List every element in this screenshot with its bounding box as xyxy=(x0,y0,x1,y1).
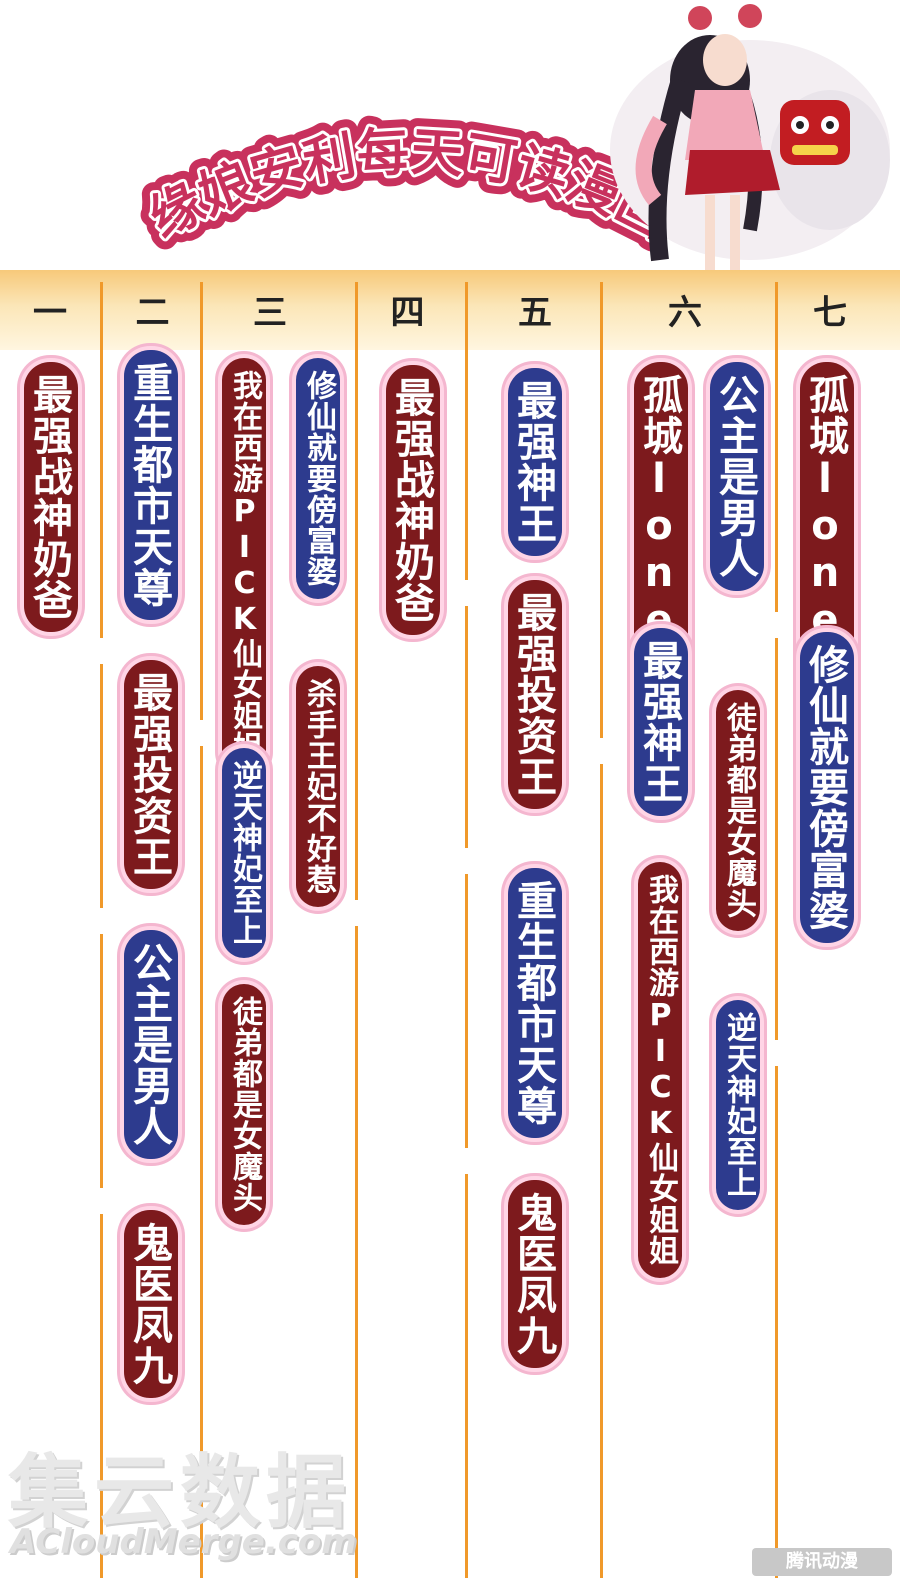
day-header-mon: 一 xyxy=(33,293,67,333)
day-header-thu: 四 xyxy=(390,293,425,333)
day-header-wed: 三 xyxy=(253,293,287,333)
comic-title-pill[interactable]: 我在西游PICK仙女姐姐 xyxy=(222,358,266,774)
comic-title: 最强神王 xyxy=(510,380,556,544)
comic-title-pill[interactable]: 鬼医凤九 xyxy=(508,1180,562,1368)
svg-text:缘娘安利每天可读漫画: 缘娘安利每天可读漫画 xyxy=(141,122,679,250)
comic-title-pill[interactable]: 修仙就要傍富婆 xyxy=(296,358,340,599)
comic-title-pill[interactable]: 重生都市天尊 xyxy=(124,350,178,620)
day-header-fri: 五 xyxy=(518,293,552,333)
comic-title-pill[interactable]: 逆天神妃至上 xyxy=(716,1000,760,1210)
comic-title-pill[interactable]: 最强投资王 xyxy=(124,660,178,889)
comic-title: 徒弟都是女魔头 xyxy=(227,996,262,1213)
comic-title: 最强战神奶爸 xyxy=(388,377,434,623)
watermark-en: ACloudMerge.com xyxy=(10,1522,357,1562)
comic-title: 重生都市天尊 xyxy=(126,362,172,608)
comic-title: 最强神王 xyxy=(636,640,682,804)
day-header-sun: 七 xyxy=(813,293,847,333)
column-divider xyxy=(200,282,203,1578)
day-header-sat: 六 xyxy=(668,293,702,333)
comic-title: 我在西游PICK仙女姐姐 xyxy=(643,874,678,1266)
comic-title: 徒弟都是女魔头 xyxy=(721,702,756,919)
comic-title-pill[interactable]: 我在西游PICK仙女姐姐 xyxy=(638,862,682,1278)
comic-title: 我在西游PICK仙女姐姐 xyxy=(227,370,262,762)
watermark-cn: 集云数据 xyxy=(8,1446,352,1539)
comic-title: 重生都市天尊 xyxy=(510,880,556,1126)
comic-title: 修仙就要傍富婆 xyxy=(802,644,848,931)
comic-title-pill[interactable]: 公主是男人 xyxy=(124,930,178,1159)
comic-title-pill[interactable]: 杀手王妃不好惹 xyxy=(296,666,340,907)
comic-title-pill[interactable]: 重生都市天尊 xyxy=(508,868,562,1138)
comic-title-pill[interactable]: 徒弟都是女魔头 xyxy=(222,984,266,1225)
comic-title-pill[interactable]: 徒弟都是女魔头 xyxy=(716,690,760,931)
comic-title-pill[interactable]: 最强战神奶爸 xyxy=(24,362,78,632)
column-divider xyxy=(775,282,778,1578)
day-header-tue: 二 xyxy=(135,293,170,333)
column-divider xyxy=(600,282,603,1578)
comic-title-pill[interactable]: 最强神王 xyxy=(634,628,688,816)
comic-title: 逆天神妃至上 xyxy=(721,1012,756,1198)
comic-title-pill[interactable]: 鬼医凤九 xyxy=(124,1210,178,1398)
comic-title: 修仙就要傍富婆 xyxy=(301,370,336,587)
comic-title-pill[interactable]: 修仙就要傍富婆 xyxy=(800,632,854,943)
comic-title: 最强投资王 xyxy=(126,672,172,877)
page-title: 缘娘安利每天可读漫画 xyxy=(140,119,680,253)
weekday-header xyxy=(0,270,900,350)
comic-title-pill[interactable]: 最强神王 xyxy=(508,368,562,556)
column-divider xyxy=(355,282,358,1578)
comic-title: 杀手王妃不好惹 xyxy=(301,678,336,895)
comic-title: 逆天神妃至上 xyxy=(227,760,262,946)
comic-title: 公主是男人 xyxy=(126,942,172,1147)
column-divider xyxy=(465,282,468,1578)
comic-title-pill[interactable]: 最强投资王 xyxy=(508,580,562,809)
comic-title-pill[interactable]: 最强战神奶爸 xyxy=(386,365,440,635)
comic-title: 鬼医凤九 xyxy=(126,1222,172,1386)
title-banner: 缘娘安利每天可读漫画 缘娘安利每天可读漫画 xyxy=(140,111,680,261)
comic-title: 公主是男人 xyxy=(712,374,758,579)
comic-title-pill[interactable]: 公主是男人 xyxy=(710,362,764,591)
comic-title-pill[interactable]: 逆天神妃至上 xyxy=(222,748,266,958)
comic-title: 最强战神奶爸 xyxy=(26,374,72,620)
comic-title: 最强投资王 xyxy=(510,592,556,797)
watermark-logo: 腾讯动漫 xyxy=(752,1548,892,1576)
comic-title: 鬼医凤九 xyxy=(510,1192,556,1356)
